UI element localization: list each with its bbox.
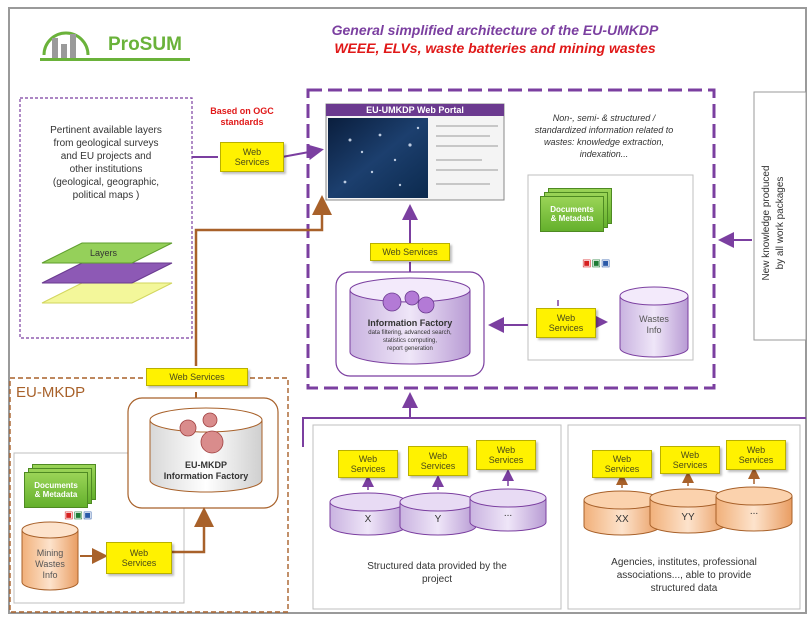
documents-stack: Documents & Metadata [540, 188, 620, 248]
web-services-agencies-3[interactable]: Web Services [726, 440, 786, 470]
portal-box [306, 88, 716, 390]
portal-map [328, 118, 428, 198]
db-label-ellipsis-2: ... [749, 506, 759, 517]
title-line-2: WEEE, ELVs, waste batteries and mining w… [334, 40, 656, 56]
title-line-1: General simplified architecture of the E… [331, 22, 659, 38]
excel-icon: ▣ [591, 258, 601, 269]
mining-wastes-label: Mining Wastes Info [35, 548, 65, 580]
documents-metadata-mining: Documents & Metadata [24, 472, 88, 508]
layer-green [41, 242, 173, 264]
prosum-logo-icon [42, 31, 90, 56]
web-services-mining[interactable]: Web Services [106, 542, 172, 574]
wastes-info-label: Wastes Info [639, 314, 669, 335]
project-caption: Structured data provided by the project [367, 561, 507, 585]
eu-mkdp-factory-label: EU-MKDP Information Factory [163, 460, 249, 481]
side-note-box [753, 91, 807, 341]
db-label-ellipsis: ... [503, 508, 513, 519]
eu-mkdp-label: EU-MKDP [16, 384, 86, 401]
excel-icon: ▣ [73, 510, 83, 521]
word-icon: ▣ [600, 258, 611, 269]
portal-title: EU-UMKDP Web Portal [366, 105, 464, 115]
layers-description: Pertinent available layers from geologic… [50, 125, 162, 201]
portal-title-bar [326, 104, 504, 116]
documents-metadata: Documents & Metadata [540, 196, 604, 232]
web-services-project-y[interactable]: Web Services [408, 446, 468, 476]
prosum-logo: ProSUM [108, 34, 182, 55]
web-services-docs[interactable]: Web Services [536, 308, 596, 338]
side-note: New knowledge produced by all work packa… [761, 165, 786, 281]
db-label-x: X [364, 514, 372, 525]
web-services-eu-mkdp[interactable]: Web Services [146, 368, 248, 386]
web-services-project-z[interactable]: Web Services [476, 440, 536, 470]
file-type-icons-mining: ▣▣▣ [64, 510, 92, 521]
ogc-note: Based on OGC standards [210, 106, 274, 127]
pdf-icon: ▣ [582, 258, 592, 269]
file-type-icons: ▣▣▣ [582, 258, 610, 269]
db-label-xx: XX [615, 514, 629, 525]
gear-icon-mkdp [179, 412, 224, 454]
layers-label: Layers [90, 248, 118, 258]
word-icon: ▣ [82, 510, 93, 521]
web-services-agencies-2[interactable]: Web Services [660, 446, 720, 474]
web-services-project-x[interactable]: Web Services [338, 450, 398, 478]
agencies-caption: Agencies, institutes, professional assoc… [611, 557, 757, 594]
db-label-y: Y [434, 514, 442, 525]
layer-yellow [41, 282, 173, 304]
info-factory-label: Information Factory data filtering, adva… [367, 318, 453, 352]
gear-icon [382, 290, 435, 314]
web-services-portal[interactable]: Web Services [370, 243, 450, 261]
logo-buildings [52, 34, 76, 60]
db-label-yy: YY [681, 512, 695, 523]
layer-purple [41, 262, 173, 284]
non-structured-note: Non-, semi- & structured / standardized … [534, 113, 674, 159]
web-services-ogc[interactable]: Web Services [220, 142, 284, 172]
web-services-agencies-1[interactable]: Web Services [592, 450, 652, 478]
pdf-icon: ▣ [64, 510, 74, 521]
documents-stack-mining: Documents & Metadata [24, 464, 104, 514]
